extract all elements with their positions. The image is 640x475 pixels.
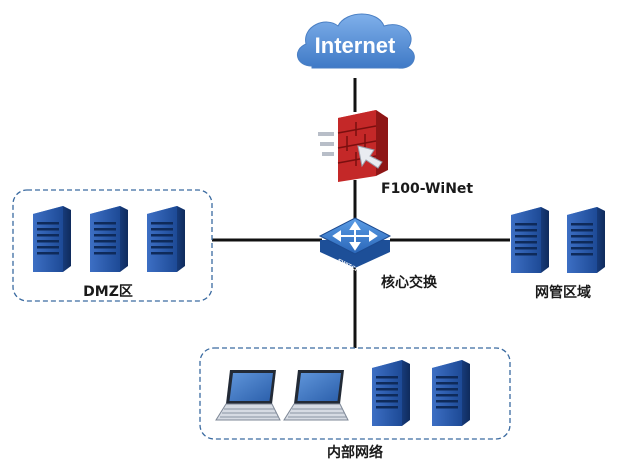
dmz-server-1 — [33, 206, 71, 272]
firewall-label: F100-WiNet — [381, 181, 473, 197]
internal-server-2 — [432, 360, 470, 426]
internal-laptop-1 — [215, 369, 281, 421]
dmz-label: DMZ区 — [83, 284, 133, 300]
internet-label: Internet — [315, 33, 396, 58]
internal-server-1 — [372, 360, 410, 426]
internal-zone-border — [199, 347, 511, 440]
firewall: F100-WiNet — [318, 110, 473, 197]
dmz-zone: DMZ区 — [12, 189, 213, 302]
cloud-icon — [297, 13, 415, 69]
connections — [212, 78, 510, 348]
dmz-server-3 — [147, 206, 185, 272]
dmz-server-2 — [90, 206, 128, 272]
internal-label: 内部网络 — [327, 444, 383, 461]
management-server-2 — [567, 207, 605, 273]
core-switch-label: 核心交换 — [381, 274, 438, 291]
management-label: 网管区域 — [535, 284, 591, 301]
dmz-zone-border — [12, 189, 213, 302]
core-switch: SWITCH 核心交换 — [318, 217, 438, 291]
internet-cloud: Internet — [297, 13, 415, 69]
switch-icon: SWITCH — [318, 217, 392, 274]
internal-zone: 内部网络 — [199, 347, 511, 461]
management-server-1 — [511, 207, 549, 273]
internal-laptop-2 — [283, 369, 349, 421]
firewall-icon — [318, 110, 388, 182]
management-zone: 网管区域 — [511, 207, 605, 301]
